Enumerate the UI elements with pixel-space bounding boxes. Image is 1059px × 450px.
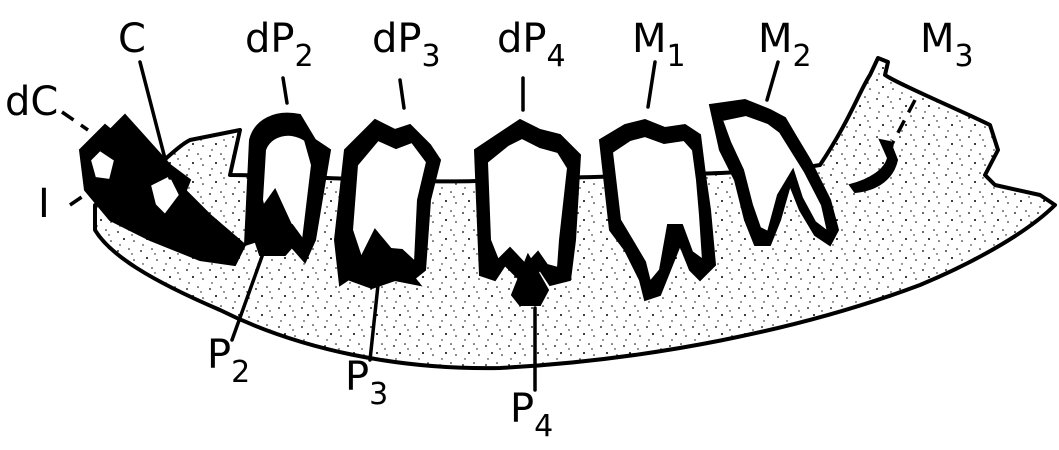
- label-M3: M3: [920, 16, 974, 74]
- label-P4: P4: [510, 386, 553, 444]
- label-M1: M1: [632, 16, 686, 74]
- label-C: C: [118, 16, 146, 62]
- label-I: I: [38, 181, 50, 227]
- label-dP4: dP4: [497, 16, 566, 74]
- dP4-tooth: [475, 120, 580, 305]
- label-P2: P2: [207, 332, 250, 390]
- label-P3: P3: [345, 354, 388, 412]
- dP3-tooth: [335, 120, 440, 288]
- label-dP3: dP3: [372, 16, 441, 74]
- label-dP2: dP2: [245, 16, 314, 74]
- label-dC: dC: [5, 79, 58, 125]
- label-M2: M2: [758, 16, 812, 74]
